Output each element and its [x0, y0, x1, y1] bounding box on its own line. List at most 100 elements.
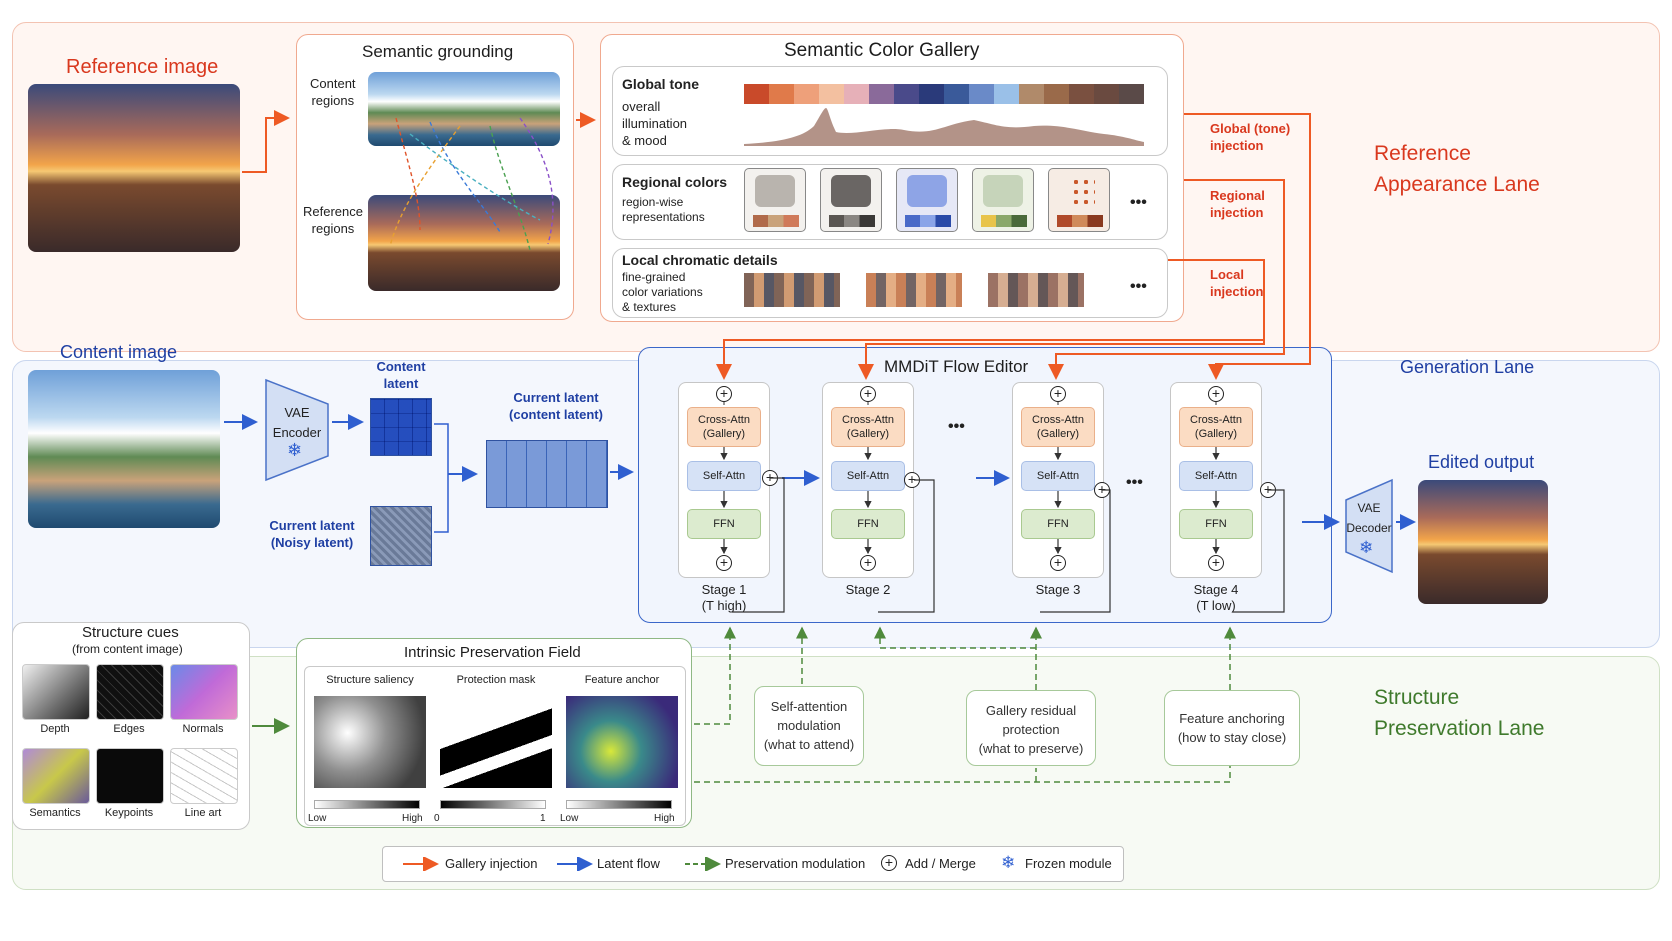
ipf-map-title: Structure saliency [326, 674, 414, 686]
cross-attn-line1: Cross-Attn [842, 414, 894, 426]
structure-cue-label: Edges [113, 723, 145, 735]
regional-colors-desc-line1: region-wise [622, 195, 684, 209]
global-tone-heading: Global tone [622, 76, 699, 92]
cross-attn-line2: (Gallery) [846, 428, 890, 440]
local-patch-3 [988, 273, 1084, 307]
reference-regions-line2: regions [311, 221, 355, 236]
cross-attn-line2: (Gallery) [1194, 428, 1238, 440]
snowflake-icon: ❄ [287, 440, 303, 460]
palette-swatch [969, 84, 994, 104]
region-swatch-2 [820, 168, 882, 232]
current-latent-cube [486, 440, 608, 508]
structure-lane-label-line2: Preservation Lane [1374, 717, 1545, 740]
palette-swatch [769, 84, 794, 104]
ipf-title: Intrinsic Preservation Field [404, 644, 581, 661]
legend-preservation: Preservation modulation [725, 856, 866, 871]
content-latent-cube [370, 398, 432, 456]
local-details-desc: fine-grained color variations & textures [622, 270, 703, 315]
reference-lane-label-line2: Appearance Lane [1374, 173, 1540, 196]
legend-preservation-arrow [685, 857, 721, 871]
cross-attn-block: Cross-Attn(Gallery) [687, 407, 761, 447]
stage-internal-arrows [1054, 402, 1062, 555]
add-merge-icon: + [881, 855, 897, 871]
palette-swatch [894, 84, 919, 104]
stage-label-line1: Stage 4 [1193, 582, 1239, 597]
stage-internal-arrows [1212, 402, 1220, 555]
palette-swatch [994, 84, 1019, 104]
local-details-desc-line2: color variations [622, 285, 703, 299]
content-regions-line2: regions [311, 93, 355, 108]
global-tone-desc-line1: overall [622, 99, 661, 114]
local-details-desc-line1: fine-grained [622, 270, 686, 284]
modulation-line3: (what to preserve) [978, 741, 1084, 756]
structure-lane-label: Structure Preservation Lane [1374, 682, 1544, 744]
structure-cue-depth [22, 664, 90, 720]
add-merge-icon: + [860, 555, 876, 571]
modulation-line1: Feature anchoring [1179, 711, 1285, 726]
modulation-line2: (how to stay close) [1177, 730, 1287, 745]
add-merge-icon: + [1260, 482, 1276, 498]
legend-snowflake-icon: ❄ [1001, 853, 1016, 872]
global-tone-desc: overall illumination & mood [622, 98, 687, 149]
vae-decoder-line2: Decoder [1346, 521, 1392, 535]
reference-regions-line1: Reference [303, 204, 363, 219]
reference-regions-image [368, 195, 560, 291]
stage-label-line2: (T high) [701, 598, 747, 613]
stage-label-2: Stage 2 [813, 582, 923, 598]
cross-attn-block: Cross-Attn(Gallery) [1179, 407, 1253, 447]
stage-internal-arrows [720, 402, 728, 555]
stage-label-line2: (T low) [1196, 598, 1236, 613]
legend-latent-arrow [557, 857, 593, 871]
stage-label-line1: Stage 1 [701, 582, 747, 597]
structure-lane-label-line1: Structure [1374, 686, 1460, 709]
gallery-title: Semantic Color Gallery [784, 40, 980, 61]
palette-swatch [794, 84, 819, 104]
content-latent-line1: Content [376, 359, 426, 374]
content-latent-label: Content latent [366, 358, 436, 392]
ipf-colorbar-low: Low [560, 813, 579, 824]
structure-cue-line-art [170, 748, 238, 804]
palette-swatch [819, 84, 844, 104]
reference-image [28, 84, 240, 252]
regional-ellipsis: ••• [1130, 194, 1147, 211]
add-merge-icon: + [1208, 386, 1224, 402]
ipf-map-3 [566, 696, 678, 788]
local-details-desc-line3: & textures [622, 300, 677, 314]
ipf-colorbar-low: 0 [434, 813, 440, 824]
noisy-latent-cube [370, 506, 432, 566]
structure-cue-edges [96, 664, 164, 720]
global-tone-desc-line3: & mood [622, 133, 667, 148]
current-latent-line1: Current latent [513, 390, 599, 405]
vae-decoder-line1: VAE [1357, 501, 1381, 515]
stage-ellipsis-2: ••• [1126, 474, 1143, 491]
reference-regions-label: Reference regions [303, 203, 363, 237]
ipf-map-title: Protection mask [456, 674, 536, 686]
stage-internal-arrows [864, 402, 872, 555]
region-swatch-3 [896, 168, 958, 232]
modulation-box-3: Feature anchoring (how to stay close) [1164, 690, 1300, 766]
noisy-latent-line1: Current latent [269, 518, 355, 533]
legend-frozen: Frozen module [1025, 856, 1112, 871]
ipf-map-title: Feature anchor [584, 674, 660, 686]
regional-colors-desc-line2: representations [622, 210, 705, 224]
global-injection-line2: injection [1210, 138, 1264, 153]
structure-cues-subtitle: (from content image) [72, 642, 183, 656]
legend-gallery-injection: Gallery injection [445, 856, 538, 871]
modulation-line2: protection [1002, 722, 1060, 737]
noisy-latent-label: Current latent (Noisy latent) [262, 517, 362, 551]
local-injection-label: Local injection [1210, 266, 1263, 300]
ipf-colorbar [314, 800, 420, 809]
regional-injection-line1: Regional [1210, 188, 1265, 203]
legend-gallery-arrow [403, 857, 439, 871]
edited-output-title: Edited output [1428, 452, 1535, 472]
cross-attn-block: Cross-Attn(Gallery) [1021, 407, 1095, 447]
ipf-map-1 [314, 696, 426, 788]
reference-lane-label: Reference Appearance Lane [1374, 138, 1540, 200]
structure-cue-label: Semantics [29, 807, 81, 819]
content-regions-image [368, 72, 560, 146]
structure-cue-normals [170, 664, 238, 720]
global-injection-label: Global (tone) injection [1210, 120, 1290, 154]
decoder-snowflake-icon: ❄ [1359, 538, 1374, 557]
